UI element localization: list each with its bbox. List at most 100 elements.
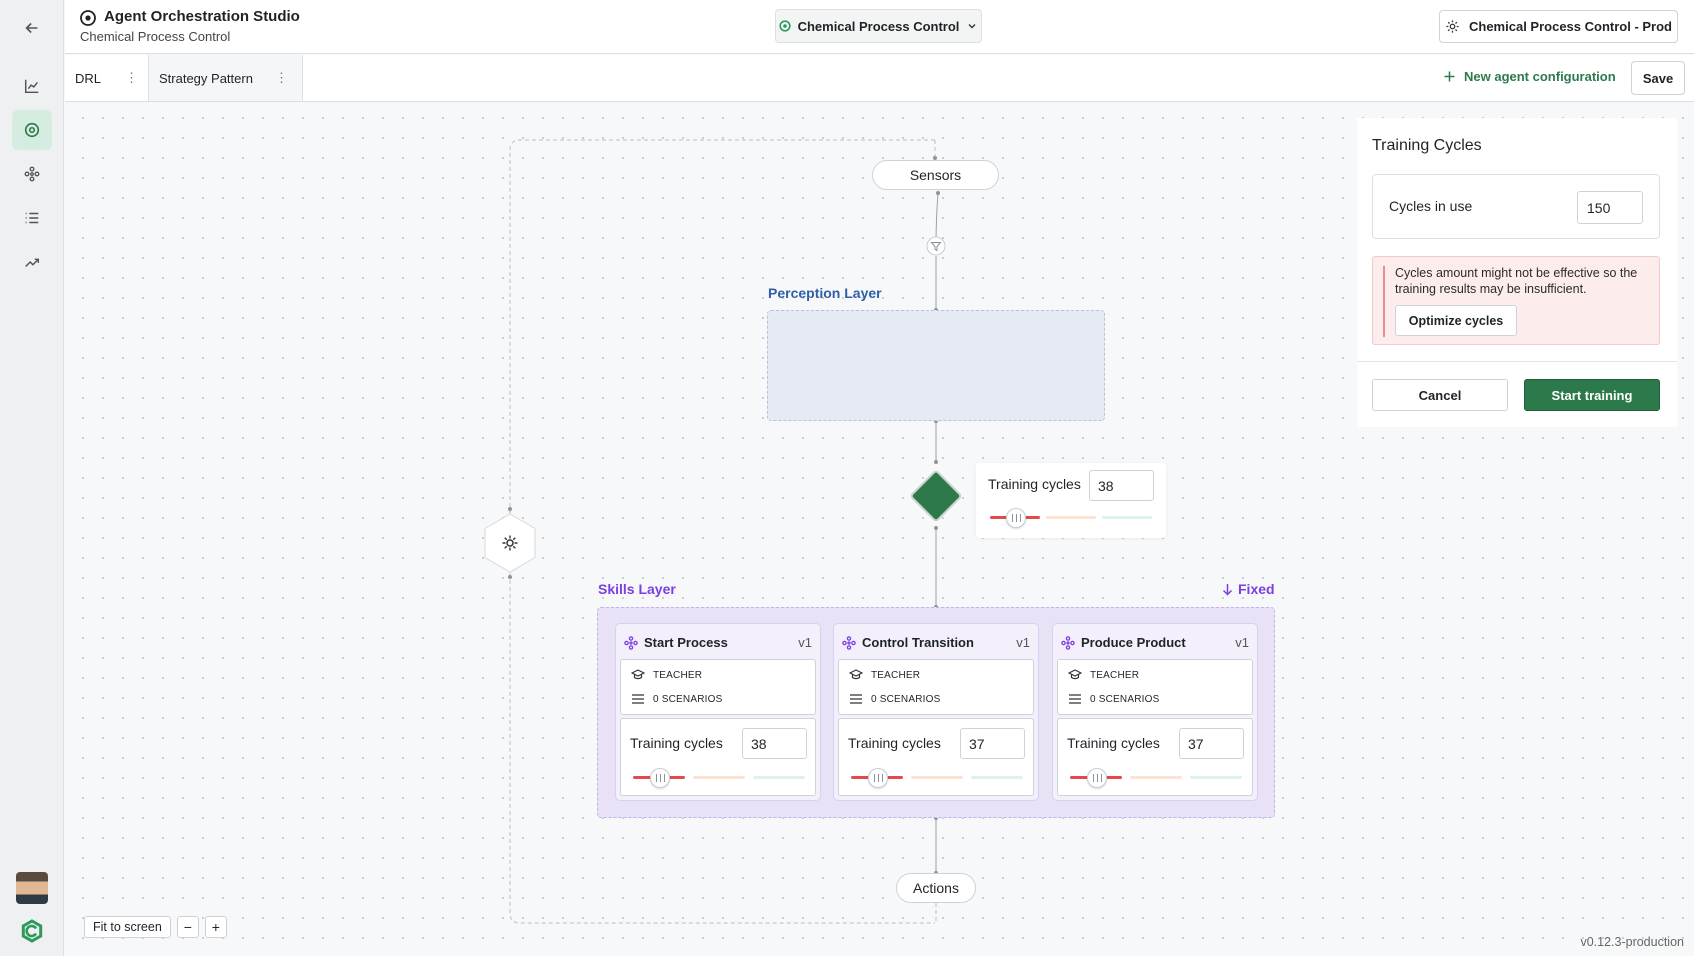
sensors-label: Sensors [909,167,962,183]
cycles-in-use-label: Cycles in use [1389,198,1473,214]
skill-scenarios: 0 SCENARIOS [1090,693,1160,705]
list-icon[interactable] [12,198,52,238]
selector-diamond-node[interactable] [904,464,968,528]
panel-divider [1357,361,1677,362]
training-cycles-slider[interactable] [990,508,1154,528]
skill-scenarios: 0 SCENARIOS [871,693,941,705]
graduation-cap-icon [631,669,645,680]
graduation-cap-icon [1068,669,1082,680]
slider-handle[interactable] [1087,768,1107,788]
chart-icon[interactable] [12,66,52,106]
skill-version: v1 [798,635,812,650]
version-label: v0.12.3-production [1580,935,1684,949]
skill-training-cycles: Training cycles 37 [1057,718,1253,796]
training-cycles-label: Training cycles [988,476,1081,492]
skills-icon[interactable] [12,154,52,194]
avatar[interactable] [16,872,48,904]
panel-title: Training Cycles [1372,137,1482,154]
cycles-in-use-box: Cycles in use 150 [1372,174,1660,239]
skill-info-box: TEACHER 0 SCENARIOS [620,659,816,715]
skill-name: Control Transition [862,635,974,650]
cycles-in-use-input[interactable]: 150 [1577,191,1643,224]
skill-icon [842,635,856,650]
skill-card-start-process[interactable]: Start Process v1 TEACHER 0 SCENARIOS Tra… [615,623,821,801]
start-training-button[interactable]: Start training [1524,379,1660,411]
training-cycles-slider[interactable] [1070,768,1242,788]
perception-layer-box[interactable] [767,310,1105,421]
graduation-cap-icon [849,669,863,680]
tab-strategy-pattern[interactable]: Strategy Pattern ⋮ [149,55,303,101]
training-cycles-label: Training cycles [630,735,723,751]
app-title: Agent Orchestration Studio [104,8,300,25]
skill-name: Start Process [644,635,728,650]
skill-card-control-transition[interactable]: Control Transition v1 TEACHER 0 SCENARIO… [833,623,1039,801]
selector-training-cycles-card: Training cycles 38 [976,463,1166,538]
slider-handle[interactable] [1006,508,1026,528]
skill-role: TEACHER [871,669,921,681]
save-button[interactable]: Save [1631,61,1685,95]
tabs-bar: DRL ⋮ Strategy Pattern ⋮ New agent confi… [65,55,1694,102]
training-cycles-slider[interactable] [851,768,1023,788]
list-icon [850,694,862,704]
trend-icon[interactable] [12,242,52,282]
fit-to-screen-button[interactable]: Fit to screen [84,916,171,938]
training-cycles-input[interactable]: 37 [960,728,1025,759]
zoom-controls: Fit to screen − + [84,916,227,938]
training-cycles-input[interactable]: 38 [742,728,807,759]
tab-label: Strategy Pattern [159,70,253,86]
sensors-node[interactable]: Sensors [872,160,999,190]
app-header: Agent Orchestration Studio Chemical Proc… [65,0,1694,54]
tab-label: DRL [75,70,102,86]
actions-node[interactable]: Actions [896,873,976,903]
skill-icon [1061,635,1075,650]
tab-menu-icon[interactable]: ⋮ [275,70,288,85]
slider-handle[interactable] [868,768,888,788]
training-cycles-input[interactable]: 38 [1089,470,1154,501]
cancel-button[interactable]: Cancel [1372,379,1508,411]
back-arrow-icon[interactable] [12,8,52,48]
skill-scenarios: 0 SCENARIOS [653,693,723,705]
skill-role: TEACHER [653,669,703,681]
actions-label: Actions [913,880,959,896]
project-selector-label: Chemical Process Control [797,18,960,34]
app-logo-icon [80,10,96,26]
agent-icon[interactable] [12,110,52,150]
tab-drl[interactable]: DRL ⋮ [65,55,149,101]
skills-layer-title: Skills Layer [598,581,676,597]
skill-card-produce-product[interactable]: Produce Product v1 TEACHER 0 SCENARIOS T… [1052,623,1258,801]
skill-name: Produce Product [1081,635,1186,650]
environment-button[interactable]: Chemical Process Control - Prod [1439,10,1678,43]
app-subtitle: Chemical Process Control [80,29,231,44]
project-selector[interactable]: Chemical Process Control [775,9,982,43]
project-status-icon [778,20,791,32]
environment-label: Chemical Process Control - Prod [1469,19,1672,34]
skill-info-box: TEACHER 0 SCENARIOS [1057,659,1253,715]
arrow-down-icon [1222,583,1233,596]
optimize-cycles-button[interactable]: Optimize cycles [1395,305,1517,336]
agent-hex-node[interactable] [482,512,538,574]
new-agent-configuration-button[interactable]: New agent configuration [1444,69,1616,84]
slider-handle[interactable] [650,768,670,788]
training-cycles-panel: Training Cycles Cycles in use 150 Cycles… [1357,118,1677,427]
list-icon [632,694,644,704]
training-cycles-label: Training cycles [848,735,941,751]
skill-training-cycles: Training cycles 38 [620,718,816,796]
training-cycles-slider[interactable] [633,768,805,788]
warning-text: Cycles amount might not be effective so … [1395,266,1638,296]
skill-training-cycles: Training cycles 37 [838,718,1034,796]
settings-icon [1446,20,1459,33]
skill-info-box: TEACHER 0 SCENARIOS [838,659,1034,715]
left-rail [0,0,64,956]
skill-version: v1 [1235,635,1249,650]
skill-role: TEACHER [1090,669,1140,681]
list-icon [1069,694,1081,704]
tab-menu-icon[interactable]: ⋮ [125,70,138,85]
new-agent-label: New agent configuration [1464,69,1616,84]
zoom-in-button[interactable]: + [204,916,227,938]
skill-version: v1 [1016,635,1030,650]
fixed-toggle[interactable]: Fixed [1222,581,1275,597]
training-cycles-label: Training cycles [1067,735,1160,751]
zoom-out-button[interactable]: − [176,916,199,938]
brand-logo-icon [21,919,43,943]
training-cycles-input[interactable]: 37 [1179,728,1244,759]
